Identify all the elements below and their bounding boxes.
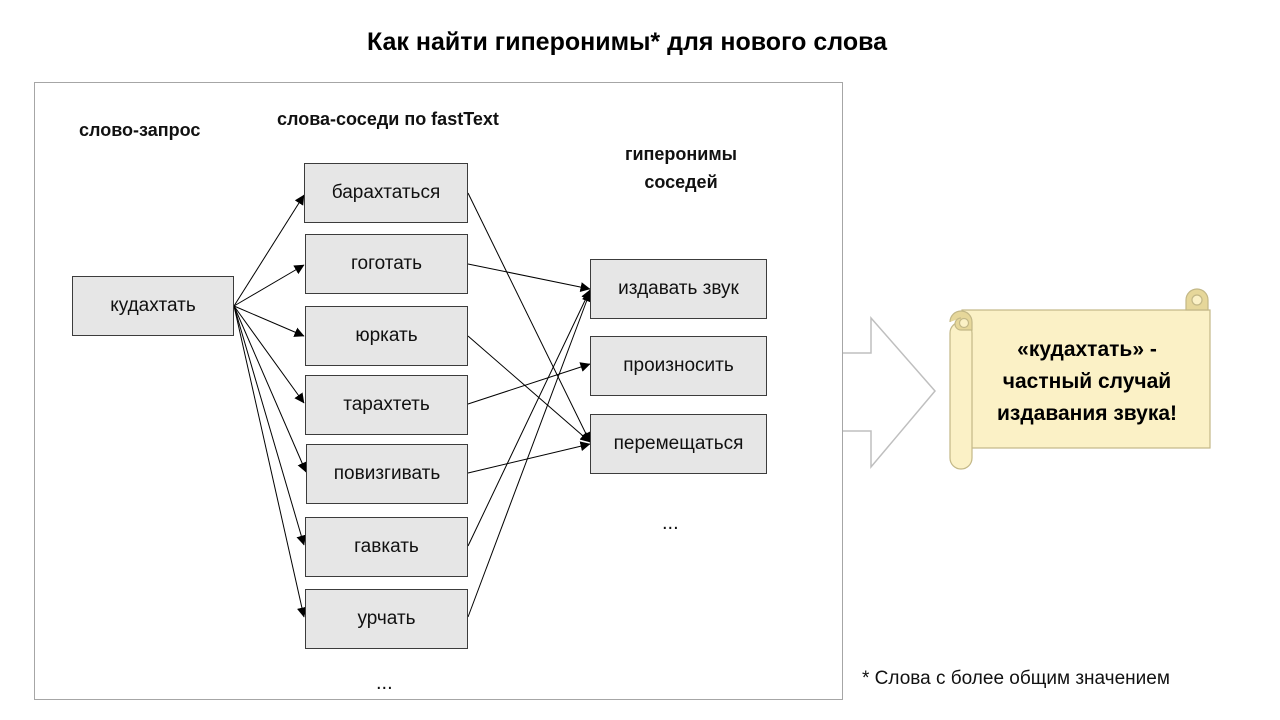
hypernym-box: произносить [590, 336, 767, 396]
hypernym-box: издавать звук [590, 259, 767, 319]
neighbor-box: гоготать [305, 234, 468, 294]
edge-gogotat-to-izdavat-zvuk [467, 263, 591, 292]
neighbor-box: тарахтеть [305, 375, 468, 435]
edge-query-to-neighbor-5 [233, 305, 307, 473]
column-label-query: слово-запрос [79, 120, 201, 140]
column-label-hypernyms-line1: гиперонимы [624, 144, 738, 164]
edge-urchat-to-izdavat-zvuk [467, 291, 592, 618]
scroll-left-roll [949, 321, 973, 470]
edge-povizgivat-to-peremeshchatsya [467, 441, 591, 474]
query-word-box: кудахтать [72, 276, 234, 336]
neighbor-box: гавкать [305, 517, 468, 577]
column-label-hypernyms-line2: соседей [644, 172, 718, 192]
edge-query-to-neighbor-4 [233, 305, 305, 404]
edge-yurkat-to-peremeshchatsya [467, 335, 591, 443]
neighbor-box: барахтаться [304, 163, 468, 223]
conclusion-arrow [843, 316, 936, 470]
diagram-frame [34, 82, 843, 700]
conclusion-line-1: «кудахтать» - [1017, 338, 1157, 361]
hypernyms-more-ellipsis: ... [662, 512, 679, 534]
edge-gavkat-to-izdavat-zvuk [467, 289, 591, 547]
scroll-body [961, 309, 1211, 449]
conclusion-line-2: частный случай [1002, 370, 1172, 393]
column-label-neighbors: слова-соседи по fastText [277, 109, 499, 129]
edge-query-to-neighbor-1 [233, 194, 305, 307]
query-edges [233, 194, 307, 618]
conclusion-scroll [949, 288, 1211, 470]
edge-barahtatsya-to-peremeshchatsya [467, 192, 591, 443]
scroll-top-curl-inner [1191, 294, 1203, 306]
footnote: * Слова с более общим значением [862, 668, 1170, 689]
neighbor-box: юркать [305, 306, 468, 366]
edge-query-to-neighbor-2 [233, 264, 305, 307]
edge-query-to-neighbor-7 [233, 305, 307, 618]
scroll-left-curl-inner [958, 317, 970, 329]
diagram-title: Как найти гиперонимы* для нового слова [366, 28, 888, 56]
hypernym-edges [467, 192, 592, 618]
edge-query-to-neighbor-6 [233, 305, 307, 546]
edge-tarahtet-to-proiznosit [467, 362, 591, 405]
neighbors-more-ellipsis: ... [376, 672, 393, 694]
conclusion-line-3: издавания звука! [996, 402, 1178, 425]
edge-query-to-neighbor-3 [233, 305, 305, 337]
neighbor-box: урчать [305, 589, 468, 649]
neighbor-box: повизгивать [306, 444, 468, 504]
conclusion-text: «кудахтать» - частный случай издавания з… [976, 334, 1198, 430]
hypernym-box: перемещаться [590, 414, 767, 474]
